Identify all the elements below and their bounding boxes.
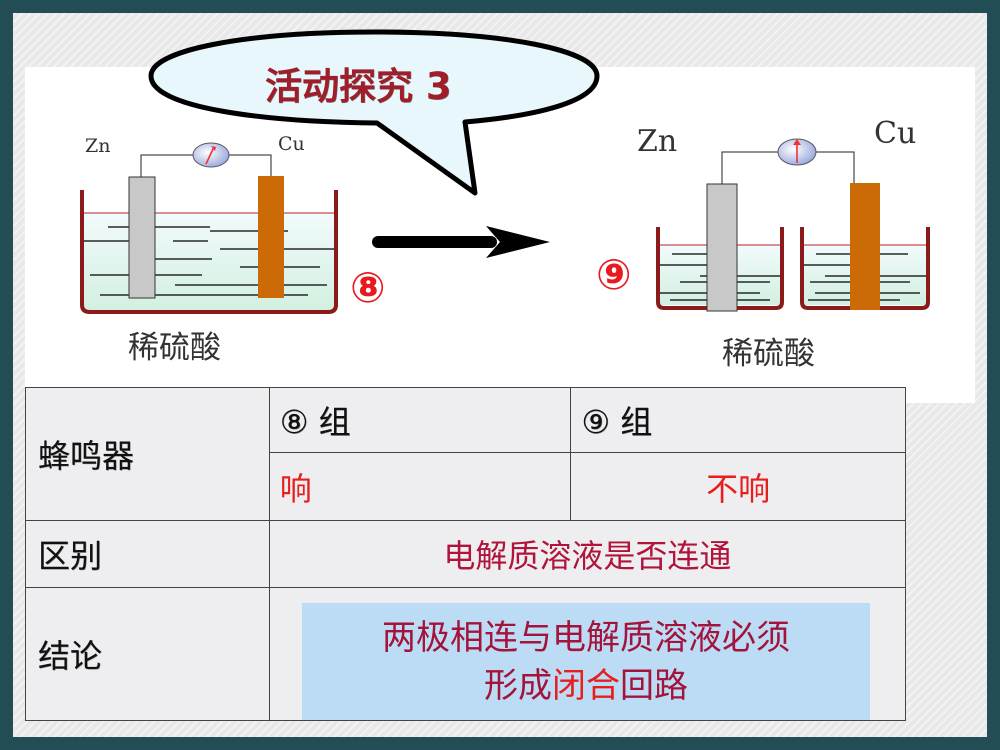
value-group-8: 响 [268,452,572,521]
conclusion-line-2: 形成闭合回路 [484,662,688,710]
zinc-label-9: Zn [637,124,678,159]
header-group-9: ⑨ 组 [570,387,906,453]
difference-label-text: 区别 [38,537,103,575]
label-buzzer: 蜂鸣器 [25,387,270,521]
galvanic-cell-diagram-8 [80,142,338,314]
group-9-header-text: ⑨ 组 [581,403,653,441]
label-conclusion: 结论 [25,587,270,721]
group-9-value-text: 不响 [706,469,771,508]
experiment-number-8: ⑧ [350,263,386,312]
copper-label-8: Cu [278,133,305,155]
group-8-value-text: 响 [279,469,312,508]
speech-bubble [148,29,600,196]
table-row-difference: 区别 电解质溶液是否连通 [25,520,907,588]
value-difference: 电解质溶液是否连通 [268,520,907,588]
group-8-header-text: ⑧ 组 [279,403,351,441]
value-group-9: 不响 [570,452,906,521]
copper-label-9: Cu [874,116,917,151]
acid-label-9: 稀硫酸 [722,336,815,372]
label-difference: 区别 [25,520,270,588]
galvanic-cell-diagram-9 [656,138,930,312]
conclusion-line-2-post: 回路 [620,665,688,706]
buzzer-label-text: 蜂鸣器 [38,437,135,475]
conclusion-highlight-term: 闭合 [552,665,620,706]
table-row-buzzer-values: 响 不响 [26,452,906,521]
conclusion-line-1: 两极相连与电解质溶液必须 [382,617,790,658]
experiment-number-9: ⑨ [596,250,632,299]
difference-value-text: 电解质溶液是否连通 [443,537,732,575]
table-row-buzzer-header: 蜂鸣器 ⑧ 组 ⑨ 组 [25,387,906,521]
conclusion-highlight-box: 两极相连与电解质溶液必须 形成闭合回路 [302,603,870,720]
arrow-right-icon [372,226,550,258]
conclusion-label-text: 结论 [38,637,103,675]
activity-title: 活动探究 3 [265,65,452,108]
zinc-label-8: Zn [85,135,111,157]
header-group-8: ⑧ 组 [268,387,572,453]
acid-label-8: 稀硫酸 [128,330,221,366]
conclusion-line-2-pre: 形成 [484,665,552,706]
